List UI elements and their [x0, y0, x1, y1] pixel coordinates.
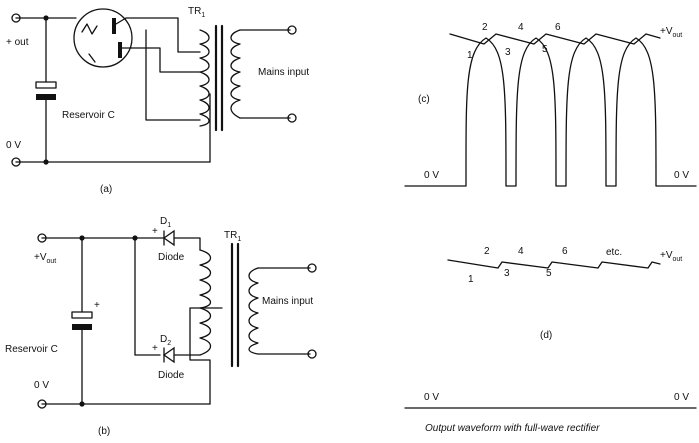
terminal-mains-bottom-b [307, 349, 317, 359]
transformer-b [199, 242, 259, 368]
etc-label-d: etc. [606, 247, 622, 258]
junction-dot [43, 15, 49, 21]
terminal-mains-bottom-a [287, 113, 297, 123]
figure-caption: Output waveform with full-wave rectifier [425, 423, 600, 434]
d1-plus-sign: + [152, 226, 158, 237]
point-6-d: 6 [562, 246, 568, 257]
reservoir-capacitor-a [35, 81, 57, 100]
mains-label-b: Mains input [262, 296, 313, 307]
zero-left-d: 0 V [424, 392, 439, 403]
point-1-c: 1 [467, 50, 473, 61]
diode2-label: Diode [158, 370, 185, 381]
circuit-a: + out 0 V Reservoir C TR1 Mains input (a… [6, 6, 309, 195]
terminals-a [11, 13, 297, 167]
waveform-c: 0 V 0 V +Vout (c) 1 2 3 4 5 6 [404, 22, 697, 187]
out-label-a: + out [6, 37, 29, 48]
vout-label-d: +Vout [660, 250, 682, 263]
reservoir-label-a: Reservoir C [62, 110, 115, 121]
d1-label: D1 [160, 216, 171, 229]
caption-c: (c) [418, 94, 430, 105]
zero-volt-label-a: 0 V [6, 140, 21, 151]
caption-a: (a) [100, 184, 112, 195]
transformer-a [199, 24, 241, 132]
vout-label-b: +Vout [34, 252, 56, 265]
terminal-0v-a [11, 157, 21, 167]
transformer-label-a: TR1 [188, 6, 205, 19]
terminal-mains-top-a [287, 25, 297, 35]
zero-right-d: 0 V [674, 392, 689, 403]
d2-label: D2 [160, 334, 171, 347]
waveform-c-baseline [404, 37, 697, 187]
point-6-c: 6 [555, 22, 561, 33]
zero-volt-label-b: 0 V [34, 380, 49, 391]
point-2-d: 2 [484, 246, 490, 257]
vout-label-c: +Vout [660, 26, 682, 39]
capacitor-plus-sign: + [94, 300, 100, 311]
terminal-0v-b [37, 399, 47, 409]
terminals-b [37, 233, 317, 409]
transformer-label-b: TR1 [224, 230, 241, 243]
terminal-out-a [11, 13, 21, 23]
point-3-d: 3 [504, 268, 510, 279]
diode1-label: Diode [158, 252, 185, 263]
point-2-c: 2 [482, 22, 488, 33]
zero-left-c: 0 V [424, 170, 439, 181]
zero-right-c: 0 V [674, 170, 689, 181]
junction-dot [132, 235, 138, 241]
terminal-mains-top-b [307, 263, 317, 273]
mains-label-a: Mains input [258, 67, 309, 78]
terminal-vout-b [37, 233, 47, 243]
point-4-c: 4 [518, 22, 524, 33]
point-4-d: 4 [518, 246, 524, 257]
point-5-c: 5 [542, 44, 548, 55]
junction-dot [79, 235, 85, 241]
waveform-c-ripple [449, 33, 661, 45]
diode-d1 [162, 229, 175, 247]
reservoir-label-b: Reservoir C [5, 344, 58, 355]
point-1-d: 1 [468, 274, 474, 285]
waveform-d: 0 V 0 V +Vout (d) 1 2 3 4 5 6 etc. [404, 246, 697, 409]
rectifier-valve [73, 8, 133, 68]
reservoir-capacitor-b [71, 311, 93, 330]
waveform-d-ripple [447, 259, 661, 269]
circuit-b: +Vout 0 V Reservoir C + + + D1 D2 Diode … [5, 216, 317, 437]
caption-d: (d) [540, 330, 552, 341]
junction-dot [43, 159, 49, 165]
point-5-d: 5 [546, 268, 552, 279]
caption-b: (b) [98, 426, 110, 437]
diode-d2 [162, 346, 175, 364]
point-3-c: 3 [505, 47, 511, 58]
junction-dot [79, 401, 85, 407]
wires-a [15, 17, 291, 163]
d2-plus-sign: + [152, 343, 158, 354]
